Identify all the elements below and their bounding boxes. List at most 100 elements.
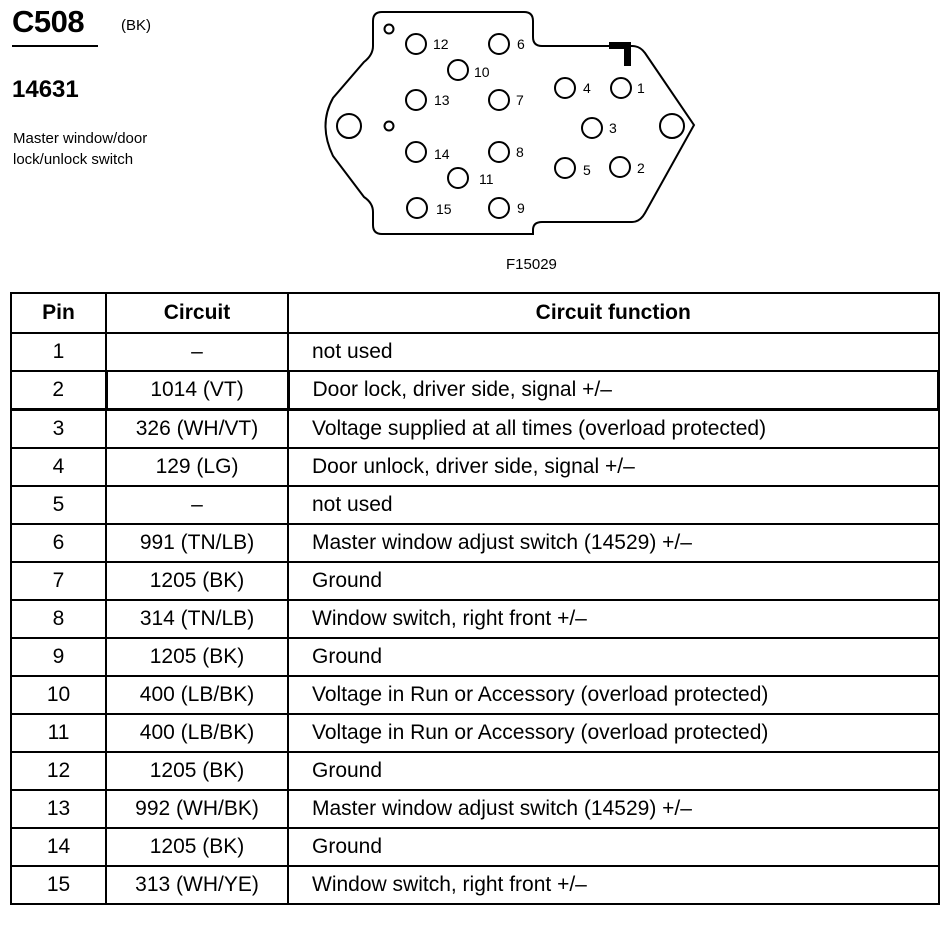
function-cell: Master window adjust switch (14529) +/–: [287, 789, 940, 829]
pin-cavity: [447, 59, 469, 81]
part-number: 14631: [12, 76, 79, 103]
pin-cell: 3: [10, 408, 107, 449]
pin-cavity: [406, 197, 428, 219]
pin-cavity: [554, 157, 576, 179]
function-cell: Door lock, driver side, signal +/–: [287, 370, 940, 411]
circuit-cell: –: [105, 332, 289, 372]
function-cell: Window switch, right front +/–: [287, 599, 940, 639]
pin-label: 12: [433, 36, 449, 52]
circuit-cell: 313 (WH/YE): [105, 865, 289, 905]
pin-cavity: [405, 89, 427, 111]
pin-cavity: [488, 33, 510, 55]
table-row: 1–not used: [10, 332, 940, 372]
connector-color: (BK): [121, 17, 151, 34]
circuit-cell: 992 (WH/BK): [105, 789, 289, 829]
pin-cell: 7: [10, 561, 107, 601]
pin-label: 7: [516, 92, 524, 108]
connector-description: Master window/door lock/unlock switch: [13, 130, 148, 168]
function-cell: Voltage supplied at all times (overload …: [287, 408, 940, 449]
pin-cell: 15: [10, 865, 107, 905]
function-cell: not used: [287, 332, 940, 372]
table-row: 5–not used: [10, 485, 940, 525]
pin-cell: 4: [10, 447, 107, 487]
pin-cell: 12: [10, 751, 107, 791]
keying-mark: [609, 42, 631, 66]
pin-label: 5: [583, 162, 591, 178]
circuit-cell: 1205 (BK): [105, 637, 289, 677]
pin-cavity: [405, 141, 427, 163]
pin-label: 15: [436, 201, 452, 217]
pin-cell: 13: [10, 789, 107, 829]
pin-cell: 11: [10, 713, 107, 753]
pin-cavity: [488, 89, 510, 111]
function-cell: Ground: [287, 751, 940, 791]
function-cell: Master window adjust switch (14529) +/–: [287, 523, 940, 563]
circuit-cell: 1014 (VT): [105, 370, 290, 411]
pin-cell: 5: [10, 485, 107, 525]
connector-code: C508: [12, 4, 85, 39]
pin-cell: 14: [10, 827, 107, 867]
circuit-cell: –: [105, 485, 289, 525]
pin-label: 10: [474, 64, 490, 80]
pin-cavity: [609, 156, 631, 178]
mounting-hole: [336, 113, 362, 139]
circuit-cell: 400 (LB/BK): [105, 713, 289, 753]
mounting-hole: [659, 113, 685, 139]
connector-face-diagram: 1 2 3 4 5 6 7 8 9 10 11 12 13 14 15: [324, 11, 696, 235]
function-cell: not used: [287, 485, 940, 525]
pin-label: 8: [516, 144, 524, 160]
circuit-cell: 326 (WH/VT): [105, 408, 289, 449]
pin-cavity: [610, 77, 632, 99]
pin-label: 13: [434, 92, 450, 108]
circuit-cell: 991 (TN/LB): [105, 523, 289, 563]
pin-cell: 9: [10, 637, 107, 677]
pin-cavity: [447, 167, 469, 189]
pin-cavity: [488, 141, 510, 163]
circuit-cell: 1205 (BK): [105, 827, 289, 867]
column-header-circuit: Circuit: [105, 292, 289, 334]
function-cell: Ground: [287, 827, 940, 867]
column-header-function: Circuit function: [287, 292, 940, 334]
pin-label: 2: [637, 160, 645, 176]
pin-label: 6: [517, 36, 525, 52]
column-header-pin: Pin: [10, 292, 107, 334]
pin-cell: 1: [10, 332, 107, 372]
function-cell: Door unlock, driver side, signal +/–: [287, 447, 940, 487]
pin-cavity: [488, 197, 510, 219]
circuit-cell: 314 (TN/LB): [105, 599, 289, 639]
pin-cell: 8: [10, 599, 107, 639]
pin-cavity: [581, 117, 603, 139]
pin-label: 14: [434, 146, 450, 162]
alignment-hole: [383, 120, 395, 132]
pin-label: 9: [517, 200, 525, 216]
circuit-cell: 129 (LG): [105, 447, 289, 487]
pin-label: 1: [637, 80, 645, 96]
pin-cavity: [554, 77, 576, 99]
connector-housing-outline: [324, 11, 696, 235]
connector-code-underline: [12, 45, 98, 47]
function-cell: Ground: [287, 561, 940, 601]
alignment-hole: [383, 23, 395, 35]
pin-cell: 6: [10, 523, 107, 563]
function-cell: Window switch, right front +/–: [287, 865, 940, 905]
pin-label: 4: [583, 80, 591, 96]
pin-cell: 10: [10, 675, 107, 715]
circuit-cell: 400 (LB/BK): [105, 675, 289, 715]
pin-cavity: [405, 33, 427, 55]
figure-id: F15029: [506, 256, 557, 273]
function-cell: Voltage in Run or Accessory (overload pr…: [287, 675, 940, 715]
pin-cell: 2: [10, 370, 108, 411]
pin-label: 3: [609, 120, 617, 136]
